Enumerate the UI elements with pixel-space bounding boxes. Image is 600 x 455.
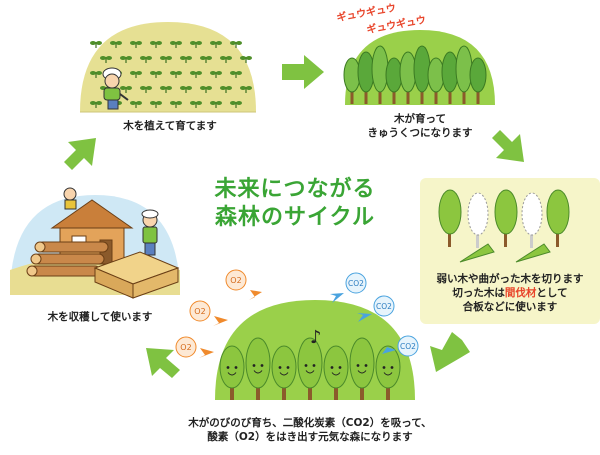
title-line-2: 森林のサイクル (215, 205, 375, 230)
caption-thinning: 弱い木や曲がった木を切ります 切った木は間伐材として 合板などに使います (422, 272, 598, 314)
arrow-healthy-to-harvest (146, 348, 180, 378)
seedling (220, 86, 232, 93)
caption-healthy-forest: 木がのびのび育ち、二酸化炭素（CO2）を吸って、 酸素（O2）をはき出す元気な森… (160, 416, 460, 444)
seedling (150, 101, 162, 108)
seedling (180, 86, 192, 93)
healthy-trees (219, 337, 401, 400)
co2-label-2: CO2 (376, 302, 392, 311)
seedling (110, 41, 122, 48)
seedling (160, 86, 172, 93)
harvest-worker-standing (141, 209, 159, 256)
caption-crowded-line-2: きゅうくつになります (367, 127, 473, 139)
seedling (140, 56, 152, 63)
seedlings (90, 41, 252, 108)
caption-thinning-line-2-after: として (536, 287, 568, 299)
caption-thinning-line-2-before: 切った木は (452, 287, 505, 299)
seedling (190, 101, 202, 108)
seedling (90, 101, 102, 108)
seedling (120, 86, 132, 93)
healthy-tree (271, 345, 297, 400)
diagram-title: 未来につながる 森林のサイクル (210, 176, 380, 232)
seedling (200, 86, 212, 93)
thinned-timber-highlight: 間伐材 (504, 287, 537, 299)
seedling (240, 86, 252, 93)
seedling (210, 101, 222, 108)
seedling (180, 56, 192, 63)
caption-crowded-line-1: 木が育って (394, 113, 446, 125)
healthy-tree (245, 337, 271, 400)
healthy-tree (349, 337, 375, 400)
seedling (210, 41, 222, 48)
harvest-scene (10, 187, 180, 299)
seedling (100, 56, 112, 63)
seedling (220, 56, 232, 63)
healthy-forest-scene: ♪ (215, 300, 415, 400)
seedling (200, 56, 212, 63)
seedling (120, 56, 132, 63)
o2-indicators: O2 O2 O2 (175, 269, 262, 358)
log-pile (26, 241, 109, 277)
seedling (240, 56, 252, 63)
arrow-thinning-to-healthy (430, 332, 470, 372)
seedling (130, 101, 142, 108)
o2-label-3: O2 (180, 343, 191, 352)
caption-crowded: 木が育って きゅうくつになります (350, 112, 490, 140)
cycle-arrows (64, 55, 524, 378)
seedling (140, 86, 152, 93)
caption-planting: 木を植えて育てます (123, 120, 217, 132)
seedling (170, 71, 182, 78)
co2-indicators: CO2 CO2 CO2 (330, 272, 419, 357)
seedling (230, 41, 242, 48)
seedling (150, 71, 162, 78)
caption-thinning-line-1: 弱い木や曲がった木を切ります (436, 273, 584, 285)
seedling (160, 56, 172, 63)
caption-healthy-line-1: 木がのびのび育ち、二酸化炭素（CO2）を吸って、 (188, 417, 432, 429)
music-note-icon: ♪ (310, 327, 322, 348)
caption-thinning-line-2: 切った木は間伐材として (422, 286, 598, 300)
seedling (150, 41, 162, 48)
arrow-planting-to-crowded (282, 55, 324, 89)
seedling (230, 71, 242, 78)
crowded-tree (469, 57, 487, 104)
co2-label-1: CO2 (348, 279, 364, 288)
o2-label-2: O2 (194, 307, 205, 316)
crowded-trees (343, 45, 487, 104)
seedling (170, 41, 182, 48)
harvest-worker-roof (63, 187, 77, 210)
caption-thinning-line-3: 合板などに使います (462, 301, 558, 313)
caption-harvest: 木を収穫して使います (47, 311, 153, 323)
seedling (130, 41, 142, 48)
lumber-stack (93, 251, 180, 299)
seedling (130, 71, 142, 78)
o2-label-1: O2 (230, 276, 241, 285)
healthy-tree (375, 345, 401, 400)
planting-scene (80, 22, 256, 113)
arrow-crowded-to-thinning (492, 130, 524, 162)
seedling (190, 71, 202, 78)
planting-farmer (102, 67, 129, 110)
caption-healthy-line-2: 酸素（O2）をはき出す元気な森になります (207, 431, 413, 443)
seedling (90, 41, 102, 48)
crowded-forest-scene (343, 30, 495, 105)
healthy-tree (323, 345, 349, 400)
healthy-tree (297, 337, 323, 400)
co2-label-3: CO2 (400, 342, 416, 351)
seedling (190, 41, 202, 48)
thinning-trees (438, 189, 570, 263)
arrow-harvest-to-planting (64, 138, 96, 170)
seedling (230, 101, 242, 108)
title-line-1: 未来につながる (214, 177, 376, 202)
healthy-tree (219, 345, 245, 400)
seedling (90, 71, 102, 78)
seedling (170, 101, 182, 108)
seedling (210, 71, 222, 78)
